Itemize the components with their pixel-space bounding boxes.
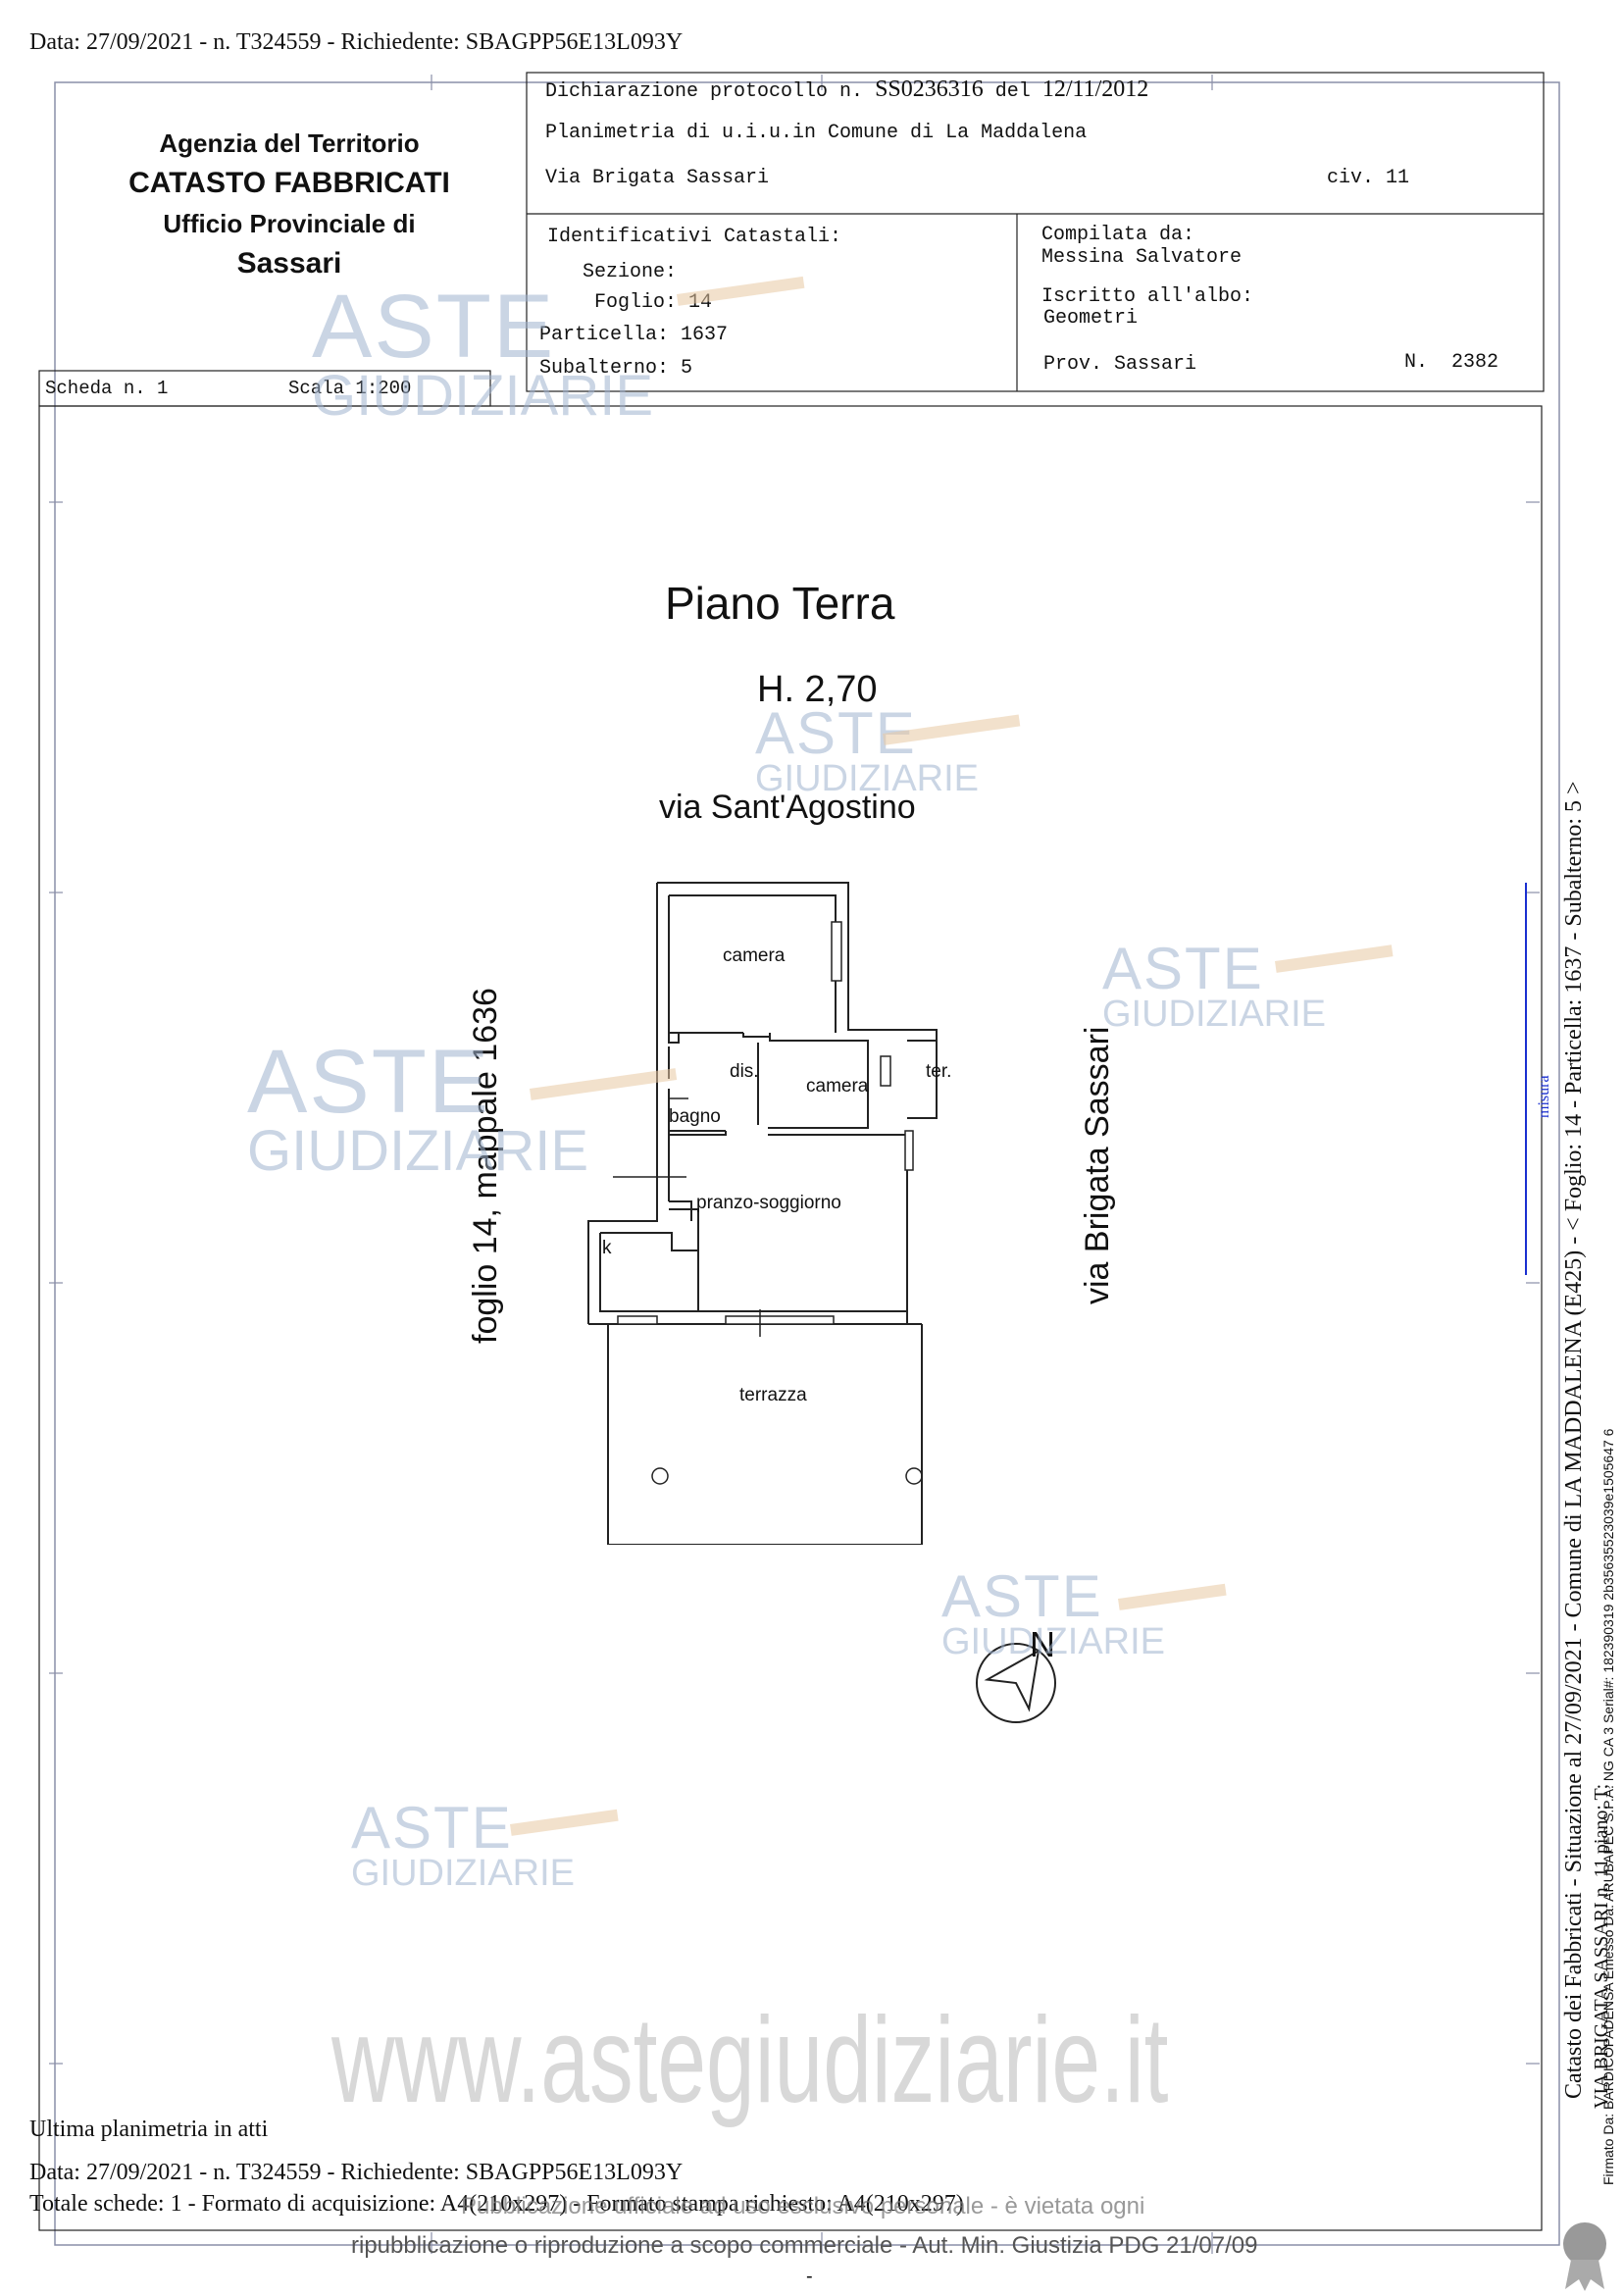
floor-plan bbox=[587, 882, 938, 1545]
particella: Particella: 1637 bbox=[539, 324, 729, 346]
seal-icon bbox=[1563, 2222, 1606, 2291]
registration-number: N. 2382 bbox=[1404, 351, 1499, 374]
footer-totale: Totale schede: 1 - Formato di acquisizio… bbox=[29, 2191, 964, 2217]
watermark-url: www.astegiudiziarie.it bbox=[331, 1993, 1169, 2128]
room-terrazza: terrazza bbox=[739, 1385, 807, 1405]
address-line: Via Brigata Sassari bbox=[545, 167, 770, 189]
side-signature-text: Firmato Da: BARDICOPADENSA Emesso Da: AR… bbox=[1600, 1428, 1616, 2185]
planimetria-line: Planimetria di u.i.u.in Comune di La Mad… bbox=[545, 122, 1088, 144]
top-request-line: Data: 27/09/2021 - n. T324559 - Richiede… bbox=[29, 29, 684, 55]
catasto-title: CATASTO FABBRICATI bbox=[128, 167, 450, 199]
civic-number: civ. 11 bbox=[1327, 167, 1410, 189]
agency-name: Agenzia del Territorio bbox=[159, 128, 420, 158]
plan-title: Piano Terra bbox=[665, 578, 895, 629]
albo-value: Geometri bbox=[1043, 307, 1139, 330]
compilata-name: Messina Salvatore bbox=[1041, 246, 1243, 269]
room-pranzo-soggiorno: pranzo-soggiorno bbox=[696, 1193, 841, 1213]
compilata-label: Compilata da: bbox=[1041, 224, 1195, 246]
footer-overlay-2: ripubblicazione o riproduzione a scopo c… bbox=[351, 2232, 1258, 2259]
scheda-label: Scheda n. 1 bbox=[45, 378, 169, 399]
room-kitchen: k bbox=[602, 1238, 612, 1258]
plan-height: H. 2,70 bbox=[757, 669, 878, 710]
office-label: Ufficio Provinciale di bbox=[163, 209, 416, 238]
albo-label: Iscritto all'albo: bbox=[1041, 285, 1254, 308]
scala-label: Scala 1:200 bbox=[288, 378, 412, 399]
footer-last-plan: Ultima planimetria in atti bbox=[29, 2117, 269, 2142]
side-blue-mark: misura bbox=[1536, 1075, 1552, 1118]
street-top: via Sant'Agostino bbox=[659, 789, 916, 826]
footer-request-line: Data: 27/09/2021 - n. T324559 - Richiede… bbox=[29, 2160, 684, 2185]
protocol-line: Dichiarazione protocollo n. SS0236316 de… bbox=[545, 77, 1149, 103]
side-cadastral-text: Catasto dei Fabbricati - Situazione al 2… bbox=[1561, 781, 1587, 2099]
north-arrow-icon bbox=[976, 1643, 1056, 1723]
footer-dash: - bbox=[806, 2266, 813, 2287]
footer-overlay-1: Pubblicazione ufficiale ad uso esclusivo… bbox=[461, 2193, 1145, 2219]
room-terrace-small: ter. bbox=[926, 1061, 952, 1082]
room-camera-2: camera bbox=[806, 1076, 869, 1097]
room-camera-1: camera bbox=[723, 945, 786, 966]
agency-block: Agenzia del Territorio CATASTO FABBRICAT… bbox=[49, 124, 530, 284]
room-disimpegno: dis. bbox=[730, 1061, 759, 1082]
office-city: Sassari bbox=[236, 247, 342, 280]
subalterno: Subalterno: 5 bbox=[539, 357, 693, 380]
identificativi-title: Identificativi Catastali: bbox=[547, 226, 842, 248]
province: Prov. Sassari bbox=[1043, 353, 1197, 376]
north-label: N bbox=[1030, 1624, 1055, 1664]
sezione: Sezione: bbox=[583, 261, 678, 283]
room-bagno: bagno bbox=[669, 1106, 721, 1127]
